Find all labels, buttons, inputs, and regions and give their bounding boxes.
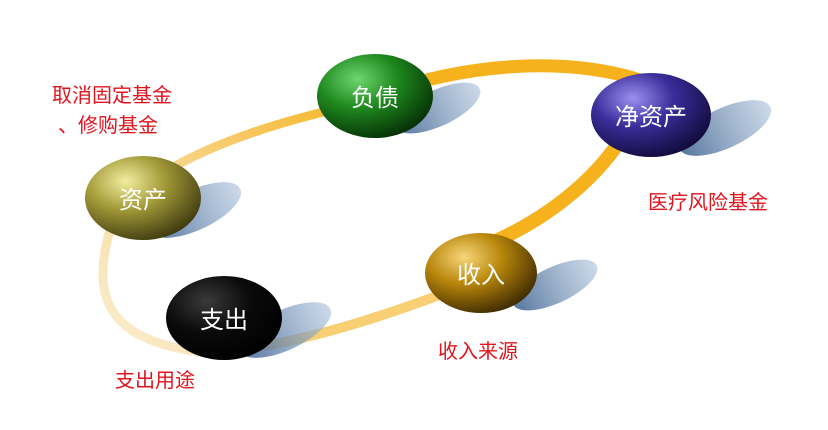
node-assets-label: 资产 bbox=[119, 186, 167, 214]
note-cancel-fixed-funds: 取消固定基金 、修购基金 bbox=[52, 80, 172, 140]
node-liabilities-label: 负债 bbox=[351, 84, 399, 112]
node-expenditure-label: 支出 bbox=[200, 306, 248, 334]
node-expenditure: 支出 bbox=[166, 276, 282, 360]
note-income-sources: 收入来源 bbox=[438, 339, 518, 363]
node-assets: 资产 bbox=[85, 156, 201, 240]
node-income-label: 收入 bbox=[457, 261, 505, 289]
node-net-assets-label: 净资产 bbox=[615, 103, 687, 131]
note-cancel-fixed-funds-line2: 、修购基金 bbox=[58, 113, 158, 137]
node-liabilities: 负债 bbox=[317, 54, 433, 138]
note-medical-risk-fund: 医疗风险基金 bbox=[648, 190, 768, 214]
node-income: 收入 bbox=[425, 233, 537, 313]
note-cancel-fixed-funds-line1: 取消固定基金 bbox=[52, 83, 172, 107]
note-expenditure-uses: 支出用途 bbox=[115, 368, 195, 392]
node-net-assets: 净资产 bbox=[591, 73, 711, 157]
